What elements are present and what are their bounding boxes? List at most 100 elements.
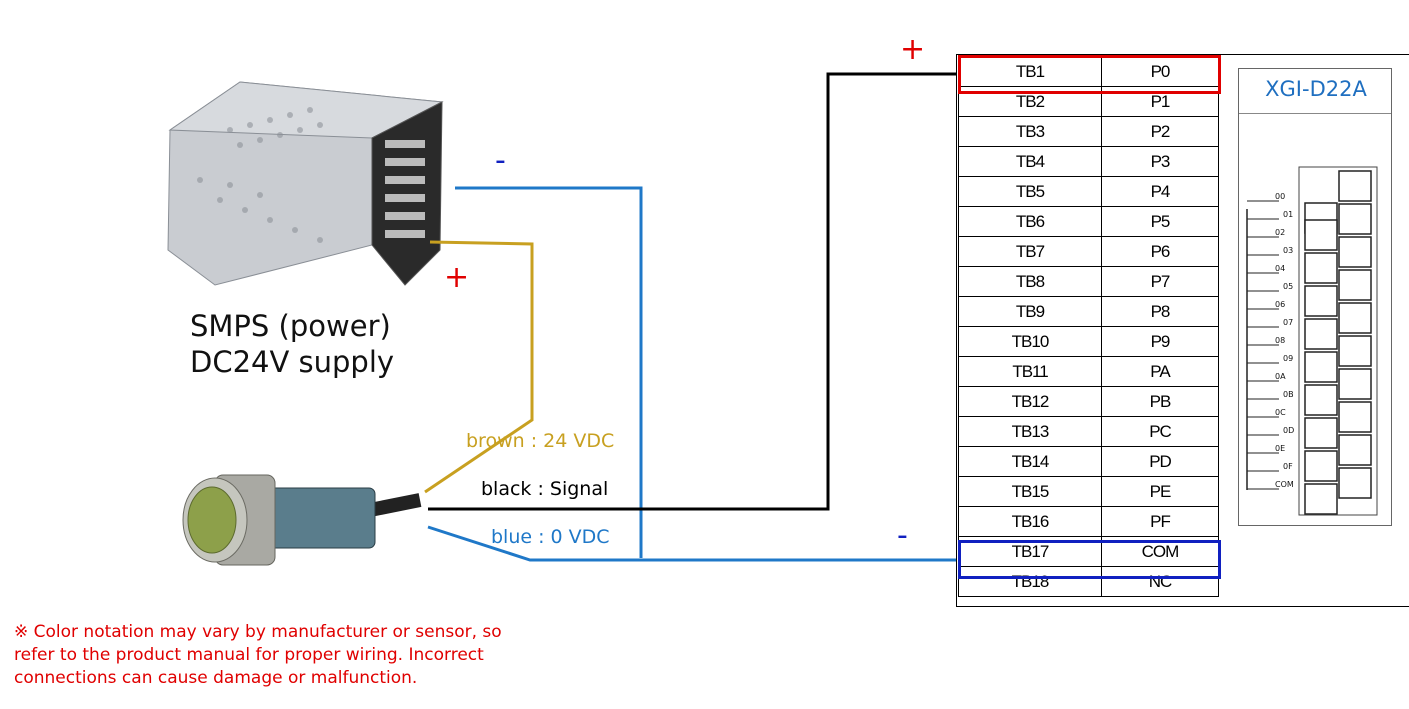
note-line-2: refer to the product manual for proper w… (14, 645, 484, 665)
terminal-signal: P8 (1101, 296, 1219, 327)
terminal-screw (1338, 335, 1372, 367)
module-name: XGI-D22A (1265, 77, 1367, 101)
smps-label-line2: DC24V supply (190, 345, 395, 379)
schematic-label: 03 (1283, 246, 1293, 255)
schematic-label: 0A (1275, 372, 1286, 381)
terminal-signal: PD (1101, 446, 1219, 477)
terminal-id: TB16 (958, 506, 1102, 537)
note-line-1: ※ Color notation may vary by manufacture… (14, 622, 502, 642)
module-front-panel: XGI-D22A 00 01 02 03 04 05 06 07 08 09 0A 0B 0C 0D 0E 0… (1238, 68, 1392, 526)
terminal-signal: P3 (1101, 146, 1219, 177)
terminal-signal: PB (1101, 386, 1219, 417)
terminal-id: TB9 (958, 296, 1102, 327)
terminal-id: TB14 (958, 446, 1102, 477)
brown-wire (424, 240, 534, 494)
terminal-screw (1304, 252, 1338, 284)
schematic-label: 01 (1283, 210, 1293, 219)
terminal-signal: P7 (1101, 266, 1219, 297)
terminal-id: TB10 (958, 326, 1102, 357)
blue-wire (455, 186, 643, 558)
terminal-screw (1338, 269, 1372, 301)
terminal-signal: PE (1101, 476, 1219, 507)
terminal-signal: PA (1101, 356, 1219, 387)
terminal-id: TB15 (958, 476, 1102, 507)
terminal-id: TB13 (958, 416, 1102, 447)
schematic-label: 04 (1275, 264, 1285, 273)
blue-wire-label: blue : 0 VDC (491, 526, 610, 548)
schematic-label: 08 (1275, 336, 1285, 345)
terminal-signal: P6 (1101, 236, 1219, 267)
terminal-signal: P5 (1101, 206, 1219, 237)
terminal-screw (1304, 318, 1338, 350)
terminal-screw (1304, 384, 1338, 416)
schematic-label: 0C (1275, 408, 1286, 417)
schematic-label: 0D (1283, 426, 1294, 435)
terminal-id: TB6 (958, 206, 1102, 237)
terminal-screw (1338, 401, 1372, 433)
terminal-screw (1338, 203, 1372, 235)
tb17-highlight (958, 540, 1221, 579)
terminal-signal: PC (1101, 416, 1219, 447)
terminal-signal: PF (1101, 506, 1219, 537)
smps-plus-sign: + (444, 260, 470, 295)
terminal-screw (1338, 368, 1372, 400)
blue-wire-sensor (427, 525, 958, 562)
terminal-id: TB3 (958, 116, 1102, 147)
schematic-label: 0B (1283, 390, 1294, 399)
note-line-3: connections can cause damage or malfunct… (14, 668, 418, 688)
schematic-label: 05 (1283, 282, 1293, 291)
terminal-id: TB5 (958, 176, 1102, 207)
schematic-label: 0F (1283, 462, 1293, 471)
schematic-label: COM (1275, 480, 1294, 489)
schematic-label: 02 (1275, 228, 1285, 237)
wiring-warning-note: ※ Color notation may vary by manufacture… (14, 621, 574, 690)
terminal-signal: NC (1101, 566, 1219, 597)
proximity-sensor-image (182, 474, 422, 566)
terminal-id: TB4 (958, 146, 1102, 177)
terminal-screw (1304, 219, 1338, 251)
schematic-label: 00 (1275, 192, 1285, 201)
terminal-signal: P2 (1101, 116, 1219, 147)
schematic-label: 06 (1275, 300, 1285, 309)
terminal-id: TB8 (958, 266, 1102, 297)
terminal-screw (1304, 285, 1338, 317)
terminal-screw (1338, 467, 1372, 499)
black-wire (428, 72, 960, 511)
terminal-id: TB12 (958, 386, 1102, 417)
black-wire-label: black : Signal (481, 478, 609, 500)
terminal-screw (1338, 434, 1372, 466)
smps-label-line1: SMPS (power) (190, 309, 391, 343)
smps-minus-sign: - (495, 143, 506, 178)
brown-wire-label: brown : 24 VDC (466, 430, 615, 452)
tb1-highlight (958, 55, 1221, 94)
schematic-label: 0E (1275, 444, 1285, 453)
terminal-screw (1304, 351, 1338, 383)
terminal-screw (1304, 450, 1338, 482)
smps-label: SMPS (power) DC24V supply (190, 308, 394, 380)
terminal-id: TB18 (958, 566, 1102, 597)
terminal-screw (1304, 483, 1338, 515)
terminal-id: TB11 (958, 356, 1102, 387)
schematic-label: 07 (1283, 318, 1293, 327)
terminal-screw (1338, 170, 1372, 202)
smps-power-supply-image (167, 81, 444, 286)
schematic-label: 09 (1283, 354, 1293, 363)
terminal-screw (1338, 302, 1372, 334)
terminal-signal: P4 (1101, 176, 1219, 207)
module-plus-sign: + (900, 32, 926, 67)
